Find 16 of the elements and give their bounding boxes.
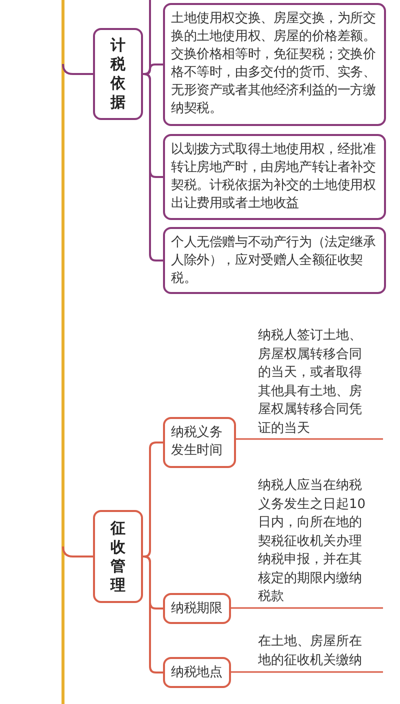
connector-line (142, 556, 163, 674)
text-box: 个人无偿赠与不动产行为（法定继承人除外），应对受赠人全额征收契税。 (163, 227, 386, 294)
text-box: 纳税义务发生时间 (163, 417, 236, 468)
note-text: 纳税人应当在纳税义务发生之日起10日内，向所在地的契税征收机关办理纳税申报，并在其核定的期限内缴纳税款 (258, 477, 367, 606)
text-box: 土地使用权交换、房屋交换，为所交换的土地使用权、房屋的价格差额。交换价格相等时，免征契税；交换价格不等时，由多交付的货币、实务、无形资产或者其他经济利益的一方缴纳契税。 (163, 3, 386, 126)
text-box: 纳税地点 (163, 657, 231, 688)
connector-line (142, 73, 163, 262)
note-text: 纳税人签订土地、房屋权属转移合同的当天，或者取得其他具有土地、房屋权属转移合同凭证的当天 (258, 327, 363, 438)
text-box: 以划拨方式取得土地使用权，经批准转让房地产时，由房地产转让者补交契税。计税依据为补交的土地使用权出让费用或者土地收益 (163, 134, 386, 220)
text-box: 纳税期限 (163, 593, 231, 624)
category-box: 征收管理 (93, 510, 143, 603)
connector-line (62, 64, 93, 75)
note-text: 在土地、房屋所在地的征收机关缴纳 (258, 633, 363, 670)
connector-line (143, 64, 163, 75)
connector-line (62, 546, 93, 558)
category-box: 计税依据 (93, 28, 143, 120)
